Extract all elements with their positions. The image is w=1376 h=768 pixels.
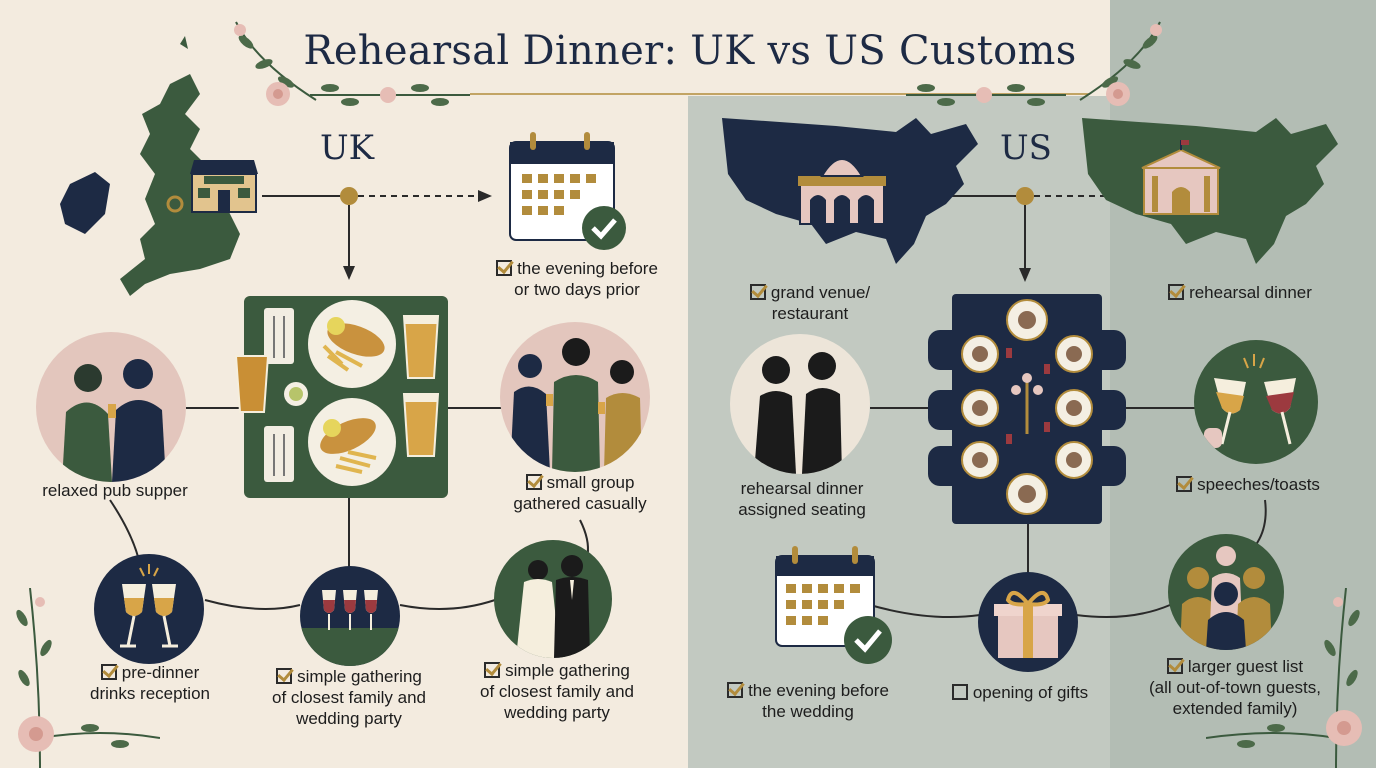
uk-gathering-b-line1: simple gathering — [505, 661, 630, 680]
speeches-circle — [1194, 340, 1318, 464]
uk-timing-line2: or two days prior — [514, 280, 640, 299]
uk-pub-label: relaxed pub supper — [42, 481, 188, 500]
title-band — [190, 0, 1110, 96]
uk-gathering-a-label: simple gathering of closest family and w… — [244, 666, 454, 729]
floral-decoration-icon — [16, 588, 160, 768]
us-speeches-label: speeches/toasts — [1158, 474, 1338, 495]
us-seating-label: rehearsal dinner assigned seating — [712, 478, 892, 520]
uk-drinks-line2: drinks reception — [89, 684, 210, 703]
calendar-icon — [775, 546, 875, 647]
us-guests-line2: (all out-of-town guests, — [1149, 678, 1321, 697]
family-circle — [1168, 534, 1284, 650]
check-circle-icon — [582, 206, 626, 250]
chair — [1102, 390, 1126, 430]
uk-gathering-a-line1: simple gathering — [297, 667, 422, 686]
banquet-table-icon — [961, 299, 1093, 515]
group-icon — [510, 338, 642, 472]
wine-icon — [300, 590, 400, 666]
chair — [1102, 446, 1126, 486]
uk-gathering-b-label: simple gathering of closest family and w… — [452, 660, 662, 723]
family-icon — [1180, 546, 1272, 650]
chair — [928, 446, 952, 486]
uk-gathering-b-line3: wedding party — [504, 703, 610, 722]
us-guests-line3: extended family) — [1172, 699, 1298, 718]
wine-glasses-circle — [300, 566, 400, 666]
couple-circle — [494, 540, 612, 658]
uk-group-line1: small group — [546, 473, 635, 492]
us-timing-line2: the wedding — [762, 702, 854, 721]
checkbox-icon — [276, 668, 293, 684]
checkbox-icon — [100, 664, 117, 680]
uk-group-label: small group gathered casually — [490, 472, 670, 514]
uk-group-line2: gathered casually — [513, 494, 647, 513]
bride-and-groom-icon — [516, 555, 590, 658]
checkbox-icon — [1176, 476, 1193, 492]
us-venue-label: grand venue/ restaurant — [720, 282, 900, 324]
us-rehearsal-text: rehearsal dinner — [1189, 283, 1312, 302]
chair — [1102, 330, 1126, 370]
us-guests-label: larger guest list (all out-of-town guest… — [1124, 656, 1346, 719]
toast-icon — [1204, 354, 1296, 448]
floral-decoration-icon — [906, 84, 1066, 106]
floral-decoration-icon — [234, 21, 317, 106]
banquet-table — [952, 294, 1102, 524]
us-timing-line1: the evening before — [748, 681, 889, 700]
beer-icon — [402, 315, 440, 379]
chair — [928, 330, 952, 370]
beer-icon — [234, 355, 270, 413]
uk-timing-label: the evening before or two days prior — [462, 258, 692, 300]
toast-icon — [120, 564, 178, 648]
us-timing-label: the evening before the wedding — [708, 680, 908, 722]
couple-icon — [62, 359, 166, 482]
fish-and-chips-icon — [264, 300, 396, 486]
gift-icon — [994, 591, 1062, 658]
pub-couple-circle — [36, 332, 186, 482]
checkbox-icon — [525, 474, 542, 490]
checkbox-icon — [496, 260, 513, 276]
seating-circle — [730, 334, 870, 474]
floral-decoration-icon — [1206, 588, 1362, 768]
check-circle-icon — [844, 616, 892, 664]
beer-icon — [402, 393, 440, 457]
couple-icon — [754, 352, 842, 474]
chair — [928, 390, 952, 430]
gift-circle — [978, 572, 1078, 672]
uk-gathering-a-line2: of closest family and — [271, 688, 426, 707]
uk-gathering-a-line3: wedding party — [296, 709, 402, 728]
checkbox-icon — [727, 682, 744, 698]
pub-icon — [190, 160, 258, 213]
us-rehearsal-label: rehearsal dinner — [1140, 282, 1340, 303]
drinks-circle — [94, 554, 204, 664]
uk-gathering-b-line2: of closest family and — [479, 682, 634, 701]
checkbox-icon — [1168, 284, 1185, 300]
capitol-icon — [798, 158, 886, 225]
uk-timing-line1: the evening before — [517, 259, 658, 278]
us-venue-line2: restaurant — [771, 304, 849, 323]
uk-map-icon — [60, 36, 240, 296]
uk-heading: UK — [320, 128, 375, 168]
us-guests-line1: larger guest list — [1187, 657, 1304, 676]
us-speeches-text: speeches/toasts — [1197, 475, 1320, 494]
checkbox-icon — [951, 684, 968, 700]
checkbox-icon — [484, 662, 501, 678]
us-seating-line2: assigned seating — [738, 500, 866, 519]
us-gifts-label: opening of gifts — [930, 682, 1110, 703]
small-group-circle — [500, 322, 650, 472]
uk-drinks-line1: pre-dinner — [121, 663, 200, 682]
checkbox-icon — [749, 284, 766, 300]
floral-decoration-icon — [310, 84, 470, 106]
us-seating-line1: rehearsal dinner — [740, 479, 864, 498]
us-heading: US — [1000, 128, 1052, 168]
page-title: Rehearsal Dinner: UK vs US Customs — [303, 28, 1077, 74]
floral-decoration-icon — [1079, 21, 1162, 106]
us-gifts-text: opening of gifts — [972, 683, 1089, 702]
checkbox-icon — [1166, 658, 1183, 674]
us-venue-line1: grand venue/ — [770, 283, 871, 302]
uk-drinks-label: pre-dinner drinks reception — [60, 662, 240, 704]
bank-icon — [1141, 140, 1221, 215]
